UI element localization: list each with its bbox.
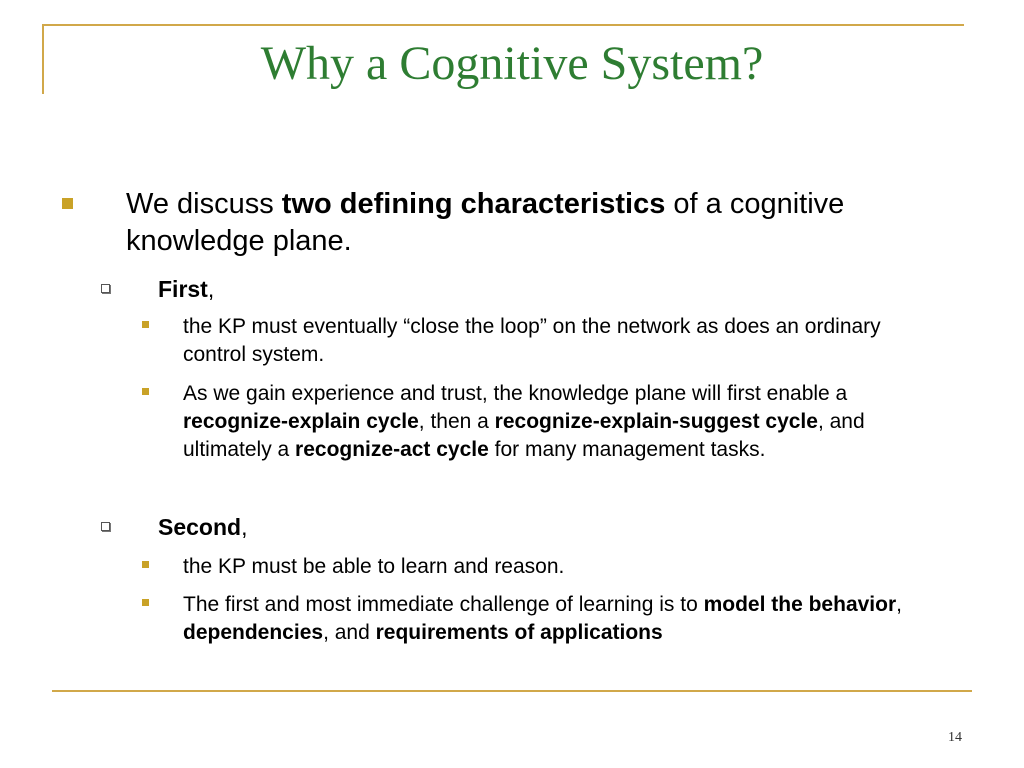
detail-bullet-text: The first and most immediate challenge o… xyxy=(183,593,902,644)
detail-bullet-text: the KP must be able to learn and reason. xyxy=(183,555,565,578)
detail-bullet-item: the KP must eventually “close the loop” … xyxy=(142,313,932,369)
sub-bullet-label: Second, xyxy=(158,514,248,540)
detail-bullet-item: As we gain experience and trust, the kno… xyxy=(142,380,942,464)
sub-bullet-second: Second, xyxy=(101,513,921,541)
square-bullet-icon xyxy=(62,198,73,209)
emphasis-text: two defining characteristics xyxy=(281,188,666,220)
frame-left-line xyxy=(42,24,44,94)
main-bullet-text: We discuss two defining characteristics … xyxy=(126,188,845,257)
sub-bullet-label: First, xyxy=(158,276,215,302)
hollow-square-bullet-icon xyxy=(101,522,110,531)
footer-rule xyxy=(52,690,972,692)
detail-bullet-text: the KP must eventually “close the loop” … xyxy=(183,315,881,366)
sub-bullet-first: First, xyxy=(101,275,921,303)
detail-bullet-item: The first and most immediate challenge o… xyxy=(142,591,952,647)
main-bullet-item: We discuss two defining characteristics … xyxy=(62,186,922,260)
page-number: 14 xyxy=(948,730,962,745)
detail-bullet-item: the KP must be able to learn and reason. xyxy=(142,553,932,581)
square-bullet-icon xyxy=(142,561,149,568)
square-bullet-icon xyxy=(142,599,149,606)
slide-title: Why a Cognitive System? xyxy=(260,37,764,90)
square-bullet-icon xyxy=(142,321,149,328)
frame-top-line xyxy=(42,24,964,26)
hollow-square-bullet-icon xyxy=(101,284,110,293)
detail-bullet-text: As we gain experience and trust, the kno… xyxy=(183,382,865,461)
square-bullet-icon xyxy=(142,388,149,395)
